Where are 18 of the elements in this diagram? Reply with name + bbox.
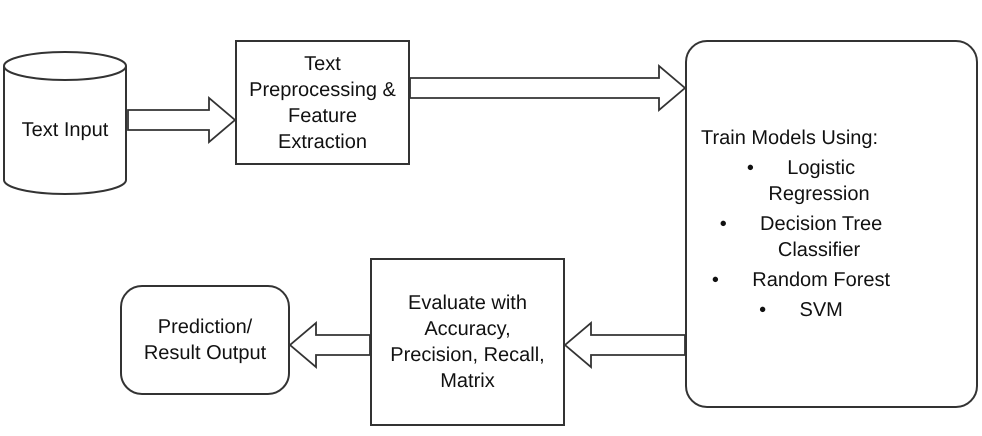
list-item: • Logistic Regression <box>746 156 871 207</box>
process-box <box>235 40 410 165</box>
node-text: Text Preprocessing & Feature Extraction <box>248 52 397 154</box>
block-arrow <box>288 321 371 369</box>
block-arrow <box>409 64 686 112</box>
list-item: • Decision Tree Classifier <box>718 212 884 263</box>
database-cylinder <box>2 50 128 196</box>
list-item: • Random Forest <box>710 268 892 293</box>
node-text: Prediction/ Result Output <box>142 315 268 366</box>
list-item: • SVM <box>758 298 844 323</box>
node-text: Evaluate with Accuracy, Precision, Recall, Matrix <box>389 291 546 394</box>
heading-text: Train Models Using: <box>701 126 878 151</box>
block-arrow <box>127 96 236 144</box>
process-box <box>370 258 565 426</box>
node-text: Text Input <box>20 118 110 143</box>
rounded-process-box <box>120 285 290 395</box>
block-arrow <box>564 321 686 369</box>
rounded-process-box <box>685 40 978 408</box>
